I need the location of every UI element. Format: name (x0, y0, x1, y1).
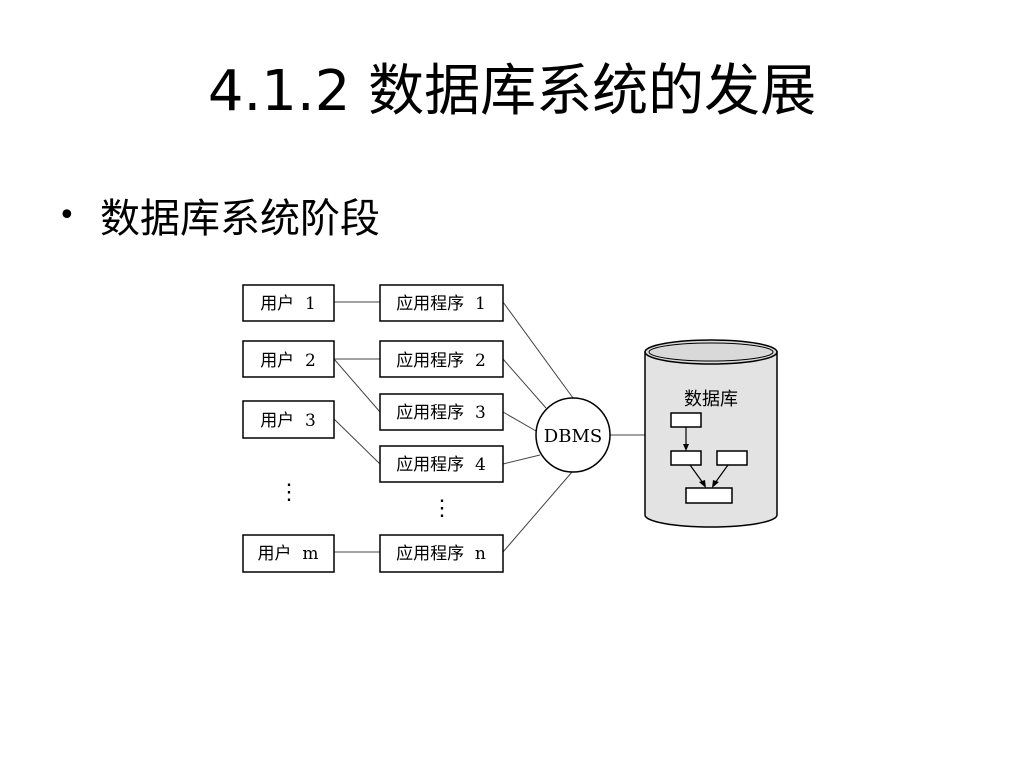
user-label-1: 用户 1 (260, 294, 316, 314)
program-box-3: 应用程序 3 (379, 393, 504, 431)
program-boxes: 应用程序 1 应用程序 2 应用程序 3 应用程序 4 应用程序 n (379, 284, 504, 573)
line-programn-dbms (502, 471, 573, 553)
user-label-3: 用户 3 (260, 411, 316, 431)
connector-lines (333, 301, 645, 553)
user-box-m: 用户 m (242, 534, 335, 573)
line-user2-program3 (333, 358, 381, 413)
database-cylinder: 数据库 (644, 339, 778, 528)
user-label-m: 用户 m (258, 544, 319, 564)
slide-title: 4.1.2 数据库系统的发展 (207, 59, 817, 124)
line-program3-dbms (502, 411, 537, 432)
database-label: 数据库 (684, 389, 738, 410)
bullet-item: • 数据库系统阶段 (58, 186, 380, 244)
user-box-3: 用户 3 (242, 400, 335, 439)
program-label-4: 应用程序 4 (396, 455, 486, 475)
bullet-text: 数据库系统阶段 (100, 196, 380, 242)
program-ellipsis: ⋮ (431, 496, 453, 521)
program-box-n: 应用程序 n (379, 534, 504, 573)
program-label-1: 应用程序 1 (396, 294, 486, 314)
dbms-node: DBMS (535, 397, 611, 473)
line-program4-dbms (502, 454, 541, 465)
database-schema-icon (670, 412, 748, 504)
user-box-2: 用户 2 (242, 340, 335, 378)
dbms-label: DBMS (544, 426, 602, 447)
bullet-dot: • (58, 197, 76, 233)
user-boxes: 用户 1 用户 2 用户 3 用户 m (242, 284, 335, 573)
program-box-1: 应用程序 1 (379, 284, 504, 322)
line-program1-dbms (502, 301, 574, 399)
line-user3-program4 (333, 418, 381, 465)
line-program2-dbms (502, 358, 547, 409)
user-ellipsis: ⋮ (278, 480, 300, 505)
program-label-3: 应用程序 3 (396, 403, 486, 423)
program-label-2: 应用程序 2 (396, 351, 486, 371)
program-label-n: 应用程序 n (396, 544, 486, 564)
line-user2-program3b (334, 359, 380, 412)
user-box-1: 用户 1 (242, 284, 335, 322)
user-label-2: 用户 2 (260, 351, 316, 371)
program-box-4: 应用程序 4 (379, 445, 504, 483)
program-box-2: 应用程序 2 (379, 340, 504, 378)
